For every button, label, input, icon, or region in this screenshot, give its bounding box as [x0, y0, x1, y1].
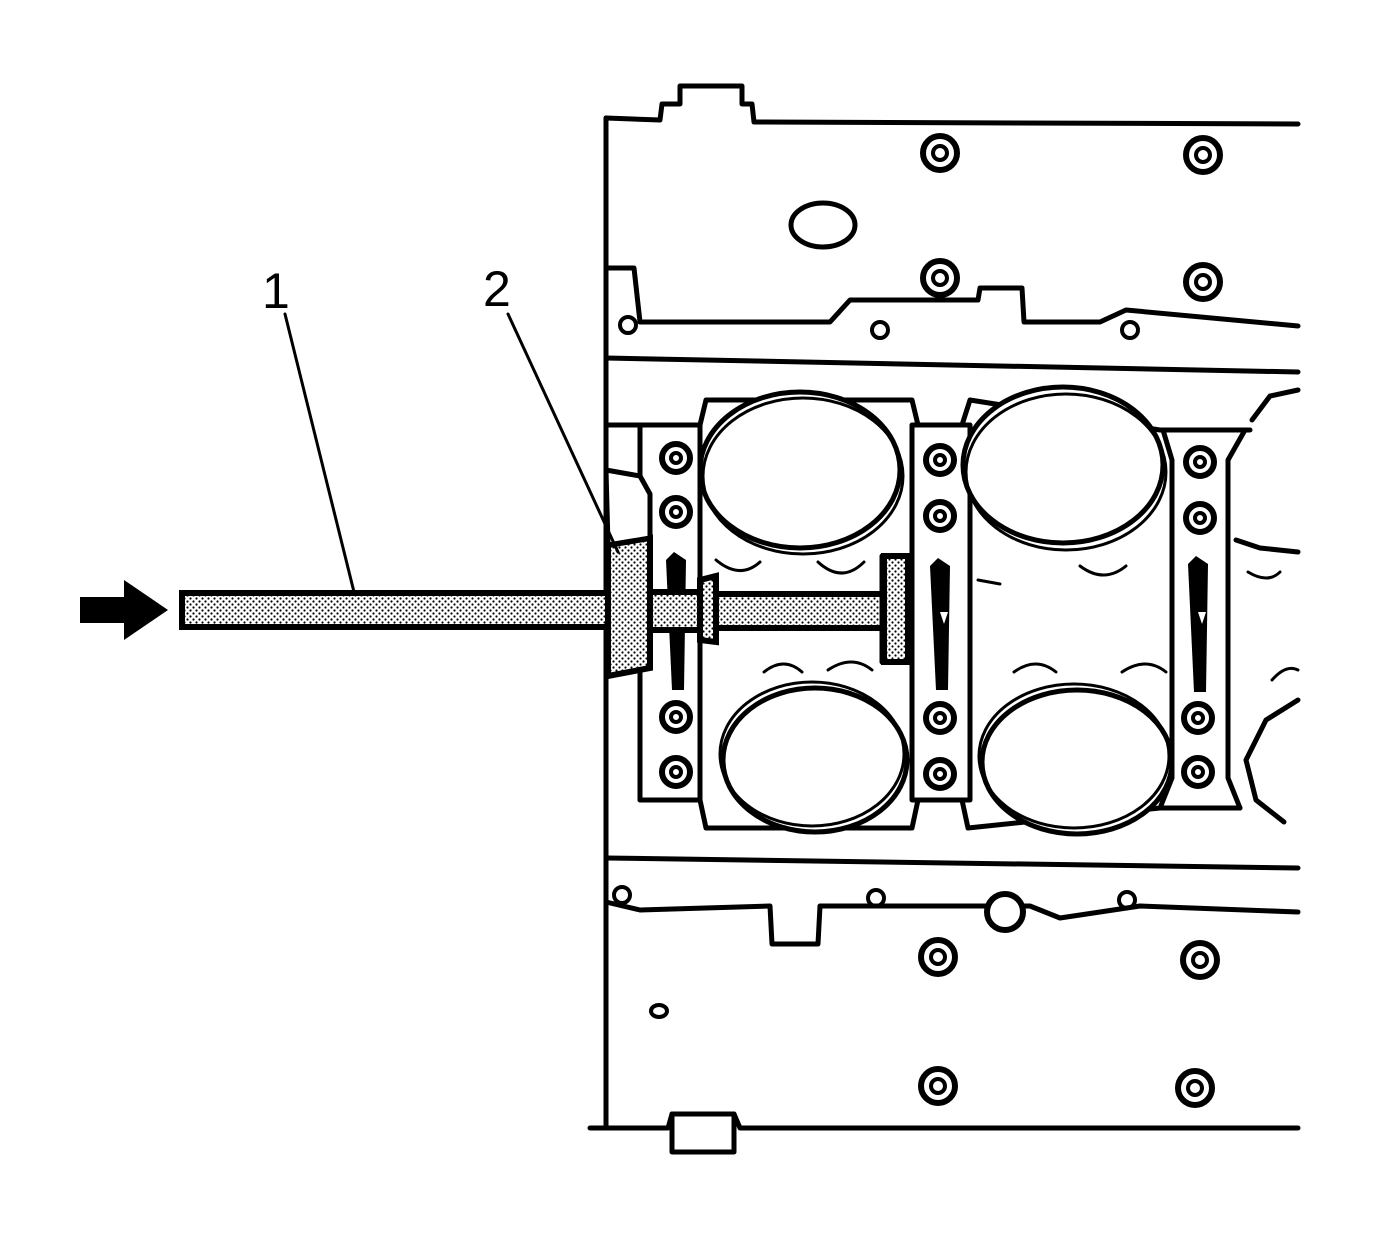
cam-bearing-3 [1188, 556, 1208, 692]
bearing-installer-adapter [605, 534, 653, 680]
head-bolt-hole [1180, 940, 1220, 980]
callout-label-2: 2 [483, 261, 511, 317]
main-cap-bolt [659, 755, 693, 789]
small-hole [870, 320, 890, 340]
core-plug-hole [984, 891, 1026, 933]
callout-1: 1 [262, 263, 356, 594]
cylinder-bore [960, 384, 1166, 546]
head-bolt-hole [918, 1066, 958, 1106]
rear-disc-edge [879, 553, 911, 665]
lower-deck-line [603, 899, 1301, 947]
leader-line-2 [506, 312, 620, 554]
front-cover-step [603, 467, 653, 548]
head-bolt-hole [1175, 1068, 1215, 1108]
main-cap-bolt [1183, 445, 1217, 479]
cam-bearing-2 [930, 558, 950, 690]
cylinder-bore [720, 685, 910, 835]
head-bolt-hole [918, 937, 958, 977]
small-hole [618, 315, 638, 335]
cylinder-bore [697, 389, 903, 551]
small-hole [649, 1003, 669, 1019]
upper-core-hole [788, 200, 858, 250]
head-bolt-hole [1183, 262, 1223, 302]
lower-separator [603, 855, 1301, 871]
block-top-edge [603, 83, 1301, 127]
small-hole [1120, 320, 1140, 340]
upper-separator [603, 355, 1301, 375]
head-bolt-hole [1183, 135, 1223, 175]
main-cap-bolt [659, 441, 693, 475]
rod-extension [647, 589, 703, 633]
cylinder-bore-partial [1249, 387, 1301, 423]
callout-2: 2 [483, 261, 620, 554]
block-bottom-edge [587, 1111, 1301, 1131]
small-hole [612, 885, 632, 905]
arrow-right-icon [80, 580, 168, 640]
main-cap-bolt [1181, 701, 1215, 735]
upper-deck-line [603, 265, 1301, 329]
engine-block [587, 83, 1301, 1155]
main-cap-bolt [659, 495, 693, 529]
head-bolt-hole [920, 258, 960, 298]
small-hole [866, 888, 886, 908]
main-cap-bolt [923, 499, 957, 533]
installer-tool [179, 467, 911, 680]
small-hole [1117, 890, 1137, 910]
main-cap-bolt [923, 443, 957, 477]
rod-extension [713, 591, 889, 631]
bottom-tab [669, 1111, 737, 1155]
main-cap-bolt [1181, 755, 1215, 789]
main-cap-bolt [923, 757, 957, 791]
main-cap-bolt [923, 701, 957, 735]
tool-rod [179, 590, 615, 630]
callout-label-1: 1 [262, 263, 290, 319]
head-bolt-hole [920, 133, 960, 173]
leader-line-1 [283, 312, 356, 594]
cylinder-bore-partial [1243, 697, 1301, 825]
cylinder-bore [979, 687, 1175, 837]
main-cap-bolt [1183, 501, 1217, 535]
rear-installer-disc [881, 553, 911, 665]
main-cap-bolt [659, 700, 693, 734]
